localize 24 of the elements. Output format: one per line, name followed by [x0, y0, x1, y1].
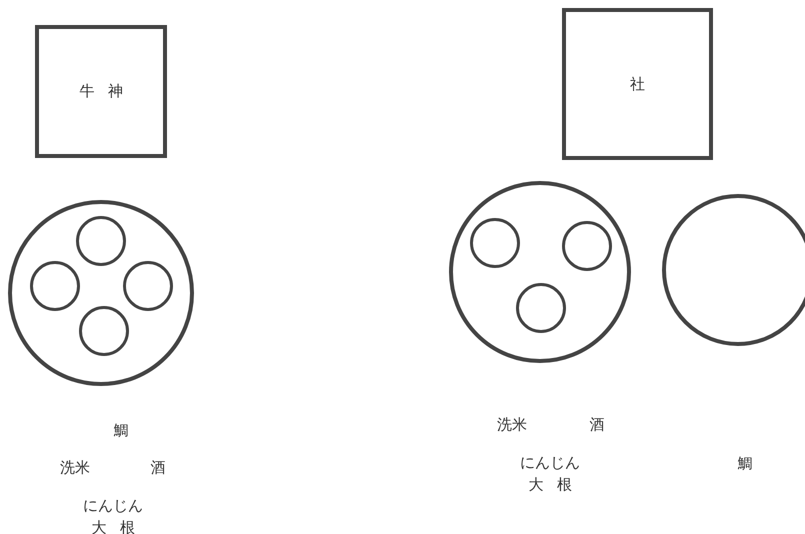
deity-name: 牛神	[79, 82, 136, 101]
plate-circle	[662, 194, 805, 346]
dish-circle	[79, 306, 129, 356]
dish-circle	[123, 261, 173, 311]
deity-name: 社	[630, 74, 658, 94]
shrine-box	[35, 25, 167, 158]
dish-circle	[516, 283, 566, 333]
offering-label: 洗米	[497, 418, 527, 432]
plate-circle	[8, 200, 194, 386]
dish-circle	[562, 221, 612, 271]
offering-label: 酒	[590, 418, 604, 432]
dish-circle	[470, 218, 520, 268]
offering-label: 大根	[90, 520, 148, 534]
plate-circle	[449, 181, 631, 363]
offering-label: 酒	[150, 460, 166, 476]
offering-label: 大根	[527, 478, 586, 492]
offering-label: 洗米	[60, 460, 90, 476]
offering-label: 鯛	[738, 456, 752, 472]
offering-label: 鯛	[114, 424, 128, 438]
offering-label: にんじん	[520, 456, 580, 470]
dish-circle	[30, 261, 80, 311]
offering-label: にんじん	[83, 498, 143, 514]
dish-circle	[76, 216, 126, 266]
shrine-box	[562, 8, 713, 160]
